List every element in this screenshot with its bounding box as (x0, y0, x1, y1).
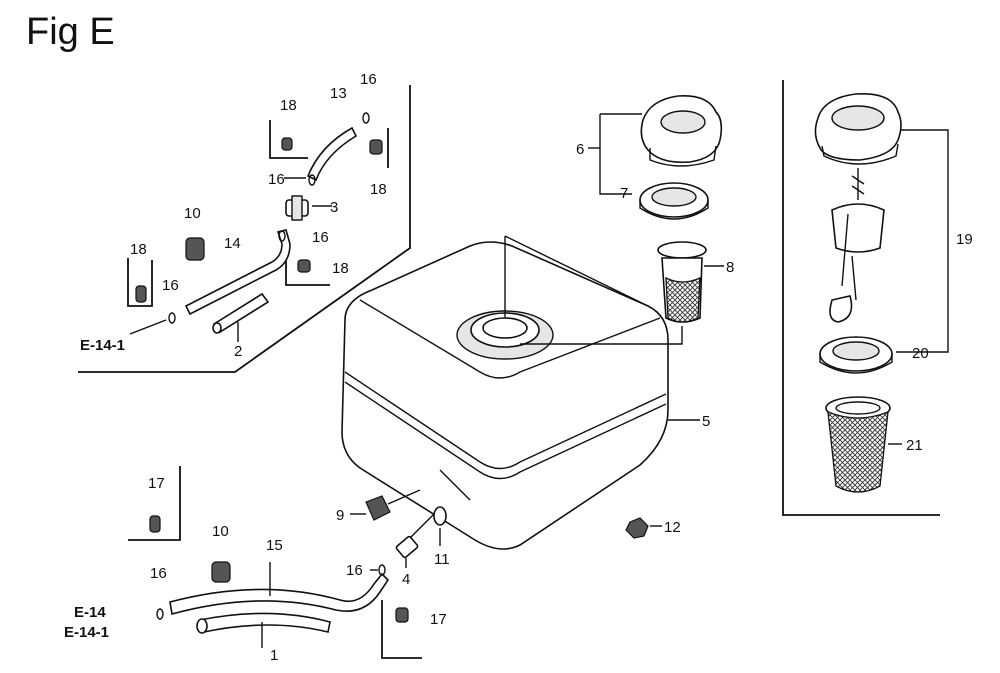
bracket-17b (381, 600, 422, 659)
callout-16-f: 16 (150, 565, 167, 582)
callout-3: 3 (330, 199, 338, 216)
callout-10-lower: 10 (212, 523, 229, 540)
clip-17a (149, 515, 161, 533)
callout-9: 9 (336, 507, 344, 524)
clips-18 (135, 137, 383, 303)
callout-2: 2 (234, 343, 242, 360)
callout-14: 14 (224, 235, 241, 252)
fuel-tank (341, 235, 669, 550)
callout-13: 13 (330, 85, 347, 102)
ref-e-14-1-lower: E-14-1 (64, 624, 109, 641)
right-frame (782, 80, 940, 516)
grommet-10a (185, 237, 205, 261)
ref-e-14-1-upper: E-14-1 (80, 337, 125, 354)
fuel-strainer-8 (657, 241, 707, 323)
figure-title: Fig E (26, 11, 115, 53)
callout-16-d: 16 (162, 277, 179, 294)
callout-17-a: 17 (148, 475, 165, 492)
cap-seal-20 (819, 336, 893, 374)
callout-17-b: 17 (430, 611, 447, 628)
callout-6: 6 (576, 141, 584, 158)
callout-10-upper: 10 (184, 205, 201, 222)
fuel-tube-14 (184, 229, 291, 316)
callout-4: 4 (402, 571, 410, 588)
nut-12 (625, 517, 649, 539)
callout-16-e: 16 (346, 562, 363, 579)
callout-18-b: 18 (370, 181, 387, 198)
callout-8: 8 (726, 259, 734, 276)
callout-16-a: 16 (360, 71, 377, 88)
bracket-18a (269, 120, 308, 159)
fuel-tube-13 (306, 126, 358, 182)
fuel-tube-15 (169, 572, 390, 616)
clip-17b (395, 607, 409, 623)
callout-18-c: 18 (332, 260, 349, 277)
bracket-17a (128, 466, 181, 541)
callout-1: 1 (270, 647, 278, 664)
callout-19: 19 (956, 231, 973, 248)
callout-21: 21 (906, 437, 923, 454)
fuel-cap-6 (640, 95, 723, 167)
callout-15: 15 (266, 537, 283, 554)
callout-18-d: 18 (130, 241, 147, 258)
cap-seal-7 (639, 182, 709, 220)
bolt-9 (365, 489, 421, 521)
fuel-joint-4 (395, 513, 435, 559)
callout-20: 20 (912, 345, 929, 362)
callout-7: 7 (620, 185, 628, 202)
tube-1 (196, 612, 331, 634)
fuel-valve-3 (285, 195, 309, 221)
upper-left-frame (78, 85, 411, 373)
tube-2 (212, 292, 270, 334)
fuel-cap-19 (814, 93, 902, 323)
fuel-strainer-21 (825, 396, 891, 493)
ref-e-14-lower: E-14 (74, 604, 106, 621)
bracket-18d (127, 258, 153, 307)
washer-11 (433, 506, 447, 526)
callout-16-c: 16 (312, 229, 329, 246)
grommet-10b (211, 561, 231, 583)
clips-16-upper (168, 112, 370, 324)
callout-18-a: 18 (280, 97, 297, 114)
callout-16-b: 16 (268, 171, 285, 188)
callout-5: 5 (702, 413, 710, 430)
callout-12: 12 (664, 519, 681, 536)
leader-lines (129, 113, 949, 648)
callout-11: 11 (434, 551, 450, 568)
clips-16-lower (156, 564, 386, 620)
